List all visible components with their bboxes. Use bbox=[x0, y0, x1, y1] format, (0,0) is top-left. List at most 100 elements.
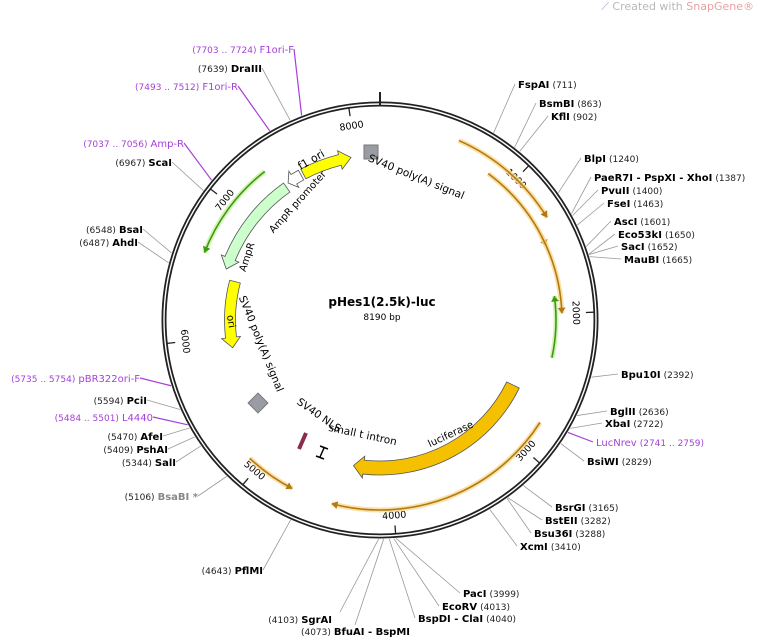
site-name: Bpu10I bbox=[621, 370, 661, 381]
site-name: BfuAI - BspMI bbox=[334, 627, 410, 638]
enzyme-label[interactable]: (6967) ScaI bbox=[115, 158, 172, 169]
site-position: (863) bbox=[577, 100, 601, 110]
enzyme-label[interactable]: BsiWI (2829) bbox=[587, 457, 652, 468]
site-leader-line bbox=[152, 416, 188, 426]
backbone-ring bbox=[161, 92, 599, 539]
tick-label: 2000 bbox=[569, 301, 581, 326]
site-name: PacI bbox=[463, 589, 486, 600]
site-position: (5594) bbox=[94, 397, 124, 407]
enzyme-label[interactable]: Bsu36I (3288) bbox=[534, 529, 605, 540]
feature-sv40-nls[interactable] bbox=[297, 432, 308, 450]
site-name: pBR322ori-F bbox=[78, 374, 140, 385]
feature-ampr-promoter[interactable] bbox=[287, 169, 305, 189]
site-name: DraIII bbox=[231, 64, 262, 75]
primer-label[interactable]: (7703 .. 7724) F1ori-F bbox=[192, 45, 294, 56]
site-position: (1665) bbox=[662, 256, 692, 266]
site-leader-line bbox=[137, 241, 169, 264]
enzyme-label[interactable]: (6548) BsaI bbox=[86, 225, 143, 236]
enzyme-label[interactable]: Bpu10I (2392) bbox=[621, 370, 694, 381]
primer-arc[interactable] bbox=[203, 170, 266, 253]
site-labels: FspAI (711) BsmBI (863) KflI (902) BlpI (12… bbox=[11, 45, 745, 638]
primer-label[interactable]: LucNrev (2741 .. 2759) bbox=[596, 438, 704, 449]
enzyme-label[interactable]: FspAI (711) bbox=[518, 80, 577, 91]
site-leader-line bbox=[519, 115, 549, 152]
enzyme-label[interactable]: XbaI (2722) bbox=[605, 419, 663, 430]
site-name: Bsu36I bbox=[534, 529, 572, 540]
feature-label-sv40-polya-signal: SV40 poly(A) signal bbox=[236, 294, 286, 394]
enzyme-label[interactable]: (4643) PflMI bbox=[202, 566, 263, 577]
enzyme-label[interactable]: (4073) BfuAI - BspMI bbox=[301, 627, 410, 638]
enzyme-label[interactable]: BspDI - ClaI (4040) bbox=[418, 614, 516, 625]
site-leader-line bbox=[395, 538, 461, 594]
enzyme-label[interactable]: KflI (902) bbox=[551, 112, 597, 123]
enzyme-label[interactable]: PvuII (1400) bbox=[601, 186, 662, 197]
site-position: (902) bbox=[573, 113, 597, 123]
site-name: BstEII bbox=[545, 516, 578, 527]
site-leader-line bbox=[591, 373, 619, 378]
enzyme-label[interactable]: Eco53kI (1650) bbox=[618, 230, 695, 241]
site-position: (5735 .. 5754) bbox=[11, 375, 75, 385]
enzyme-label[interactable]: (5594) PciI bbox=[94, 396, 147, 407]
site-leader-line bbox=[167, 436, 195, 450]
feature-ampr[interactable] bbox=[220, 182, 291, 270]
site-name: XcmI bbox=[520, 542, 548, 553]
feature-luciferase[interactable] bbox=[352, 381, 520, 480]
enzyme-label[interactable]: BlpI (1240) bbox=[584, 154, 639, 165]
enzyme-label[interactable]: (6487) AhdI bbox=[79, 238, 138, 249]
enzyme-label[interactable]: (5470) AfeI bbox=[107, 432, 163, 443]
site-position: (7639) bbox=[198, 65, 228, 75]
primer-label[interactable]: (7493 .. 7512) F1ori-R bbox=[135, 82, 238, 93]
enzyme-label[interactable]: XcmI (3410) bbox=[520, 542, 581, 553]
site-name: BsmBI bbox=[539, 99, 574, 110]
plasmid-length: 8190 bp bbox=[363, 313, 400, 323]
primer-glow bbox=[457, 138, 550, 219]
primer-arrowhead bbox=[285, 482, 293, 490]
enzyme-label[interactable]: (5106) BsaBI * bbox=[125, 492, 199, 503]
primer-arc[interactable] bbox=[331, 422, 541, 511]
site-name: SacI bbox=[621, 242, 645, 253]
primer-arc[interactable] bbox=[540, 235, 563, 314]
site-name: LucNrev bbox=[596, 438, 637, 449]
enzyme-label[interactable]: AscI (1601) bbox=[614, 217, 670, 228]
enzyme-label[interactable]: SacI (1652) bbox=[621, 242, 678, 253]
enzyme-label[interactable]: BsrGI (3165) bbox=[555, 503, 618, 514]
site-name: FspAI bbox=[518, 80, 549, 91]
primer-arc[interactable] bbox=[458, 139, 548, 218]
enzyme-label[interactable]: EcoRV (4013) bbox=[442, 602, 510, 613]
site-leader-line bbox=[576, 410, 608, 416]
site-position: (6967) bbox=[115, 159, 145, 169]
feature-small-t-intron[interactable] bbox=[315, 445, 329, 460]
enzyme-label[interactable]: MauBI (1665) bbox=[624, 255, 692, 266]
enzyme-label[interactable]: BsmBI (863) bbox=[539, 99, 602, 110]
feature-f1-ori[interactable] bbox=[300, 149, 352, 180]
enzyme-label[interactable]: (4103) SgrAI bbox=[268, 615, 332, 626]
site-leader-line bbox=[560, 443, 585, 462]
enzyme-label[interactable]: FseI (1463) bbox=[607, 199, 663, 210]
site-position: (4013) bbox=[480, 603, 510, 613]
primer-label[interactable]: (5484 .. 5501) L4440 bbox=[55, 413, 153, 424]
enzyme-label[interactable]: PaeR7I - PspXI - XhoI (1387) bbox=[594, 173, 745, 184]
site-leader-line bbox=[197, 476, 227, 497]
enzyme-label[interactable]: (5344) SalI bbox=[122, 458, 176, 469]
feature-sv40-polya-signal[interactable] bbox=[363, 144, 379, 160]
enzyme-label[interactable]: BstEII (3282) bbox=[545, 516, 611, 527]
primer-label[interactable]: (7037 .. 7056) Amp-R bbox=[83, 139, 184, 150]
enzyme-label[interactable]: PacI (3999) bbox=[463, 589, 519, 600]
site-name: F1ori-F bbox=[260, 45, 295, 56]
primer-arrowhead bbox=[202, 245, 211, 253]
site-leader-line bbox=[523, 485, 553, 508]
site-leader-line bbox=[139, 377, 172, 387]
feature-ori[interactable] bbox=[220, 279, 242, 349]
site-position: (5409) bbox=[103, 446, 133, 456]
enzyme-label[interactable]: BglII (2636) bbox=[610, 407, 669, 418]
site-name: ScaI bbox=[148, 158, 172, 169]
site-position: (5484 .. 5501) bbox=[55, 414, 119, 424]
enzyme-label[interactable]: (7639) DraIII bbox=[198, 64, 262, 75]
feature-sv40-polya-signal[interactable] bbox=[247, 392, 269, 414]
site-name: AfeI bbox=[140, 432, 163, 443]
site-leader-line bbox=[237, 85, 271, 132]
primer-label[interactable]: (5735 .. 5754) pBR322ori-F bbox=[11, 374, 140, 385]
tick-label: 8000 bbox=[339, 119, 365, 133]
enzyme-label[interactable]: (5409) PshAI bbox=[103, 445, 168, 456]
site-name: BspDI - ClaI bbox=[418, 614, 483, 625]
